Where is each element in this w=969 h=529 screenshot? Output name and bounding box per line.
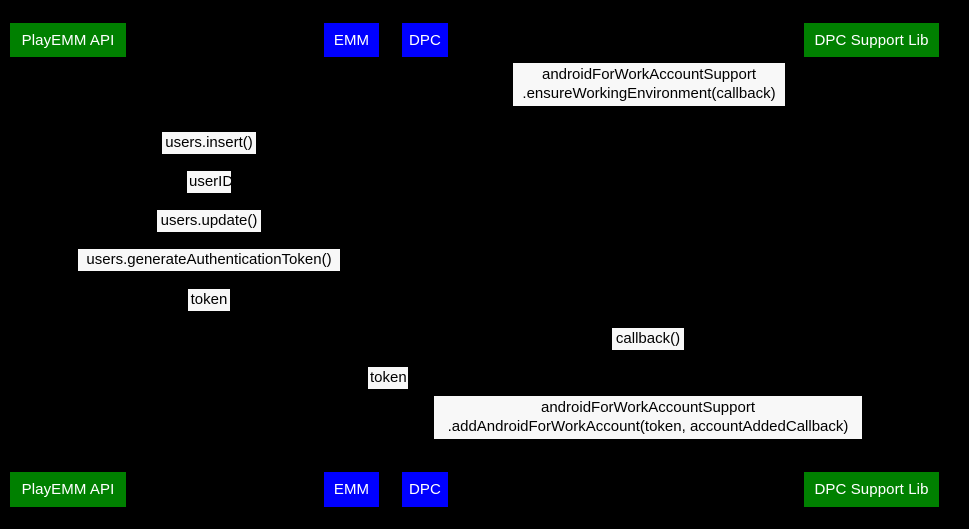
- participant-label: EMM: [333, 481, 370, 498]
- message-label-ensure-working-environment: androidForWorkAccountSupport .ensureWork…: [513, 63, 785, 106]
- participant-header-playemm-api[interactable]: PlayEMM API: [10, 23, 126, 57]
- lifeline-dpc: [425, 57, 426, 472]
- participant-footer-dpc[interactable]: DPC: [402, 472, 448, 507]
- message-label-token-to-dpc: token: [368, 367, 408, 389]
- participant-label: PlayEMM API: [21, 31, 115, 49]
- participant-footer-dpc-support-lib[interactable]: DPC Support Lib: [804, 472, 939, 507]
- message-label-token-to-emm: token: [188, 289, 230, 311]
- message-label-userid: userID: [187, 171, 233, 193]
- participant-footer-playemm-api[interactable]: PlayEMM API: [10, 472, 126, 507]
- participant-header-dpc[interactable]: DPC: [402, 23, 448, 57]
- participant-label: PlayEMM API: [21, 481, 115, 498]
- message-label-add-android-for-work-account: androidForWorkAccountSupport .addAndroid…: [434, 396, 862, 439]
- participant-label: DPC Support Lib: [814, 31, 929, 49]
- message-label-users-insert: users.insert(): [162, 132, 256, 154]
- participant-label: EMM: [333, 31, 370, 49]
- lifeline-dpclib: [871, 57, 872, 472]
- message-label-generate-authentication-token: users.generateAuthenticationToken(): [78, 249, 340, 271]
- participant-header-emm[interactable]: EMM: [324, 23, 379, 57]
- participant-label: DPC: [409, 481, 441, 498]
- participant-header-dpc-support-lib[interactable]: DPC Support Lib: [804, 23, 939, 57]
- participant-footer-emm[interactable]: EMM: [324, 472, 379, 507]
- lifeline-emm: [351, 57, 352, 472]
- participant-label: DPC Support Lib: [814, 481, 929, 498]
- message-label-callback: callback(): [612, 328, 684, 350]
- lifeline-playemm: [67, 57, 68, 472]
- message-label-users-update: users.update(): [157, 210, 261, 232]
- participant-label: DPC: [409, 31, 441, 49]
